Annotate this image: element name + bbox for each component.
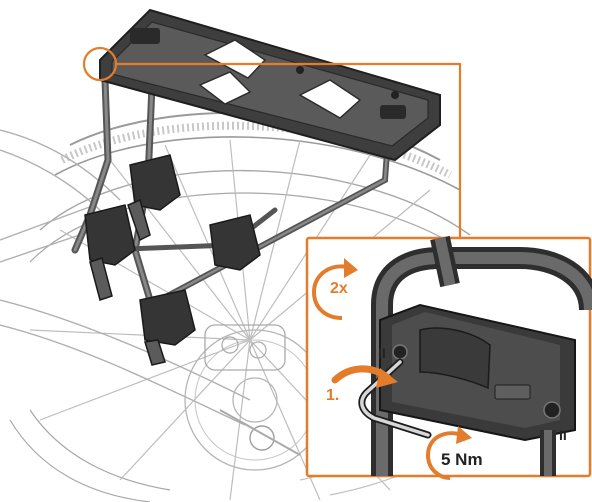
turn-arrow-head [376, 368, 398, 388]
frame-clamps [84, 154, 261, 366]
repeat-count-label: 2x [330, 280, 348, 297]
alignment-mark-right: II [559, 427, 567, 443]
detail-inset [305, 235, 592, 480]
rack-platform [99, 8, 441, 162]
torque-arrow-head [456, 426, 472, 444]
step-number-label: 1. [326, 387, 340, 404]
callout-leader-line [116, 62, 462, 238]
repeat-arrow-head [344, 258, 358, 278]
torque-value-label: 5 Nm [441, 450, 483, 469]
alignment-mark-left: II [378, 345, 386, 361]
callout-connector [82, 46, 462, 238]
